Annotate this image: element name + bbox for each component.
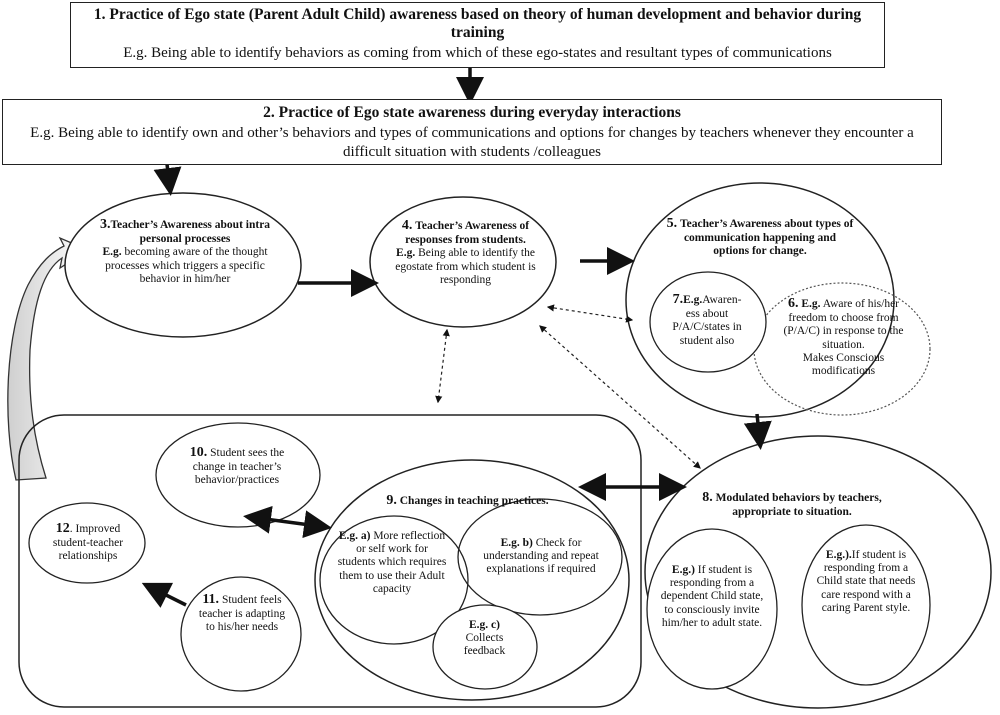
box2-title: 2. Practice of Ego state awareness durin… <box>263 104 681 121</box>
node6-num: 6. <box>787 296 799 311</box>
node3-eg: E.g. <box>102 246 122 259</box>
node11-text: 11. Student feels teacher is adapting to… <box>198 592 286 635</box>
outcomes-panel <box>18 414 642 708</box>
node9a-text: E.g. a) More reflection or self work for… <box>337 530 447 618</box>
node3-body: becoming aware of the thought processes … <box>105 246 268 285</box>
node8-right-eg: E.g.). <box>825 549 852 561</box>
node4-ellipse <box>369 196 557 328</box>
arrow-11-to-12 <box>141 582 187 608</box>
node10-num: 10. <box>189 445 208 460</box>
node8-left-ellipse <box>646 528 778 690</box>
arrow-5-to-8 <box>743 413 772 450</box>
node8-title-text: 8. Modulated behaviors by teachers, appr… <box>702 490 882 519</box>
node8-num: 8. <box>702 490 713 505</box>
node8-right-body: If student is responding from a Child st… <box>816 549 916 614</box>
node9a-body: More reflection or self work for student… <box>337 530 447 595</box>
node6-eg: E.g. <box>801 298 821 310</box>
node8-left-eg: E.g.) <box>671 564 695 576</box>
node12-ellipse <box>28 502 146 584</box>
node8-title: Modulated behaviors by teachers, appropr… <box>715 492 882 519</box>
node6-ellipse <box>753 282 931 416</box>
node3-title: Teacher’s Awareness about intra personal… <box>110 219 271 246</box>
box1-example: E.g. Being able to identify behaviors as… <box>123 44 832 61</box>
node6-text: 6. E.g. Aware of his/her freedom to choo… <box>776 296 911 378</box>
box2-everyday-practice: 2. Practice of Ego state awareness durin… <box>2 99 942 165</box>
node9b-ellipse <box>457 498 623 616</box>
node9c-eg: E.g. c) <box>469 619 500 631</box>
node7-num: 7. <box>672 292 684 307</box>
node10-body: Student sees the change in teacher’s beh… <box>192 447 285 487</box>
node3-text: 3.Teacher’s Awareness about intra person… <box>95 217 275 286</box>
node10-text: 10. Student sees the change in teacher’s… <box>176 445 298 488</box>
arrow-2-to-3 <box>153 163 182 196</box>
node5-text: 5. Teacher’s Awareness about types of co… <box>665 216 855 259</box>
node9c-ellipse <box>432 604 538 690</box>
node9-num: 9. <box>386 493 397 508</box>
node12-text: 12. Improved student-teacher relationshi… <box>36 521 140 564</box>
node4-eg: E.g. <box>396 247 416 260</box>
node9b-eg: E.g. b) <box>500 537 533 549</box>
node7-eg: E.g. <box>683 294 703 306</box>
arrow-10-9 <box>243 505 332 539</box>
node11-ellipse <box>180 576 302 692</box>
node9b-body: Check for understanding and repeat expla… <box>483 537 599 576</box>
node8-left-text: E.g.) If student is responding from a de… <box>659 564 765 630</box>
node8-right-text: E.g.).If student is responding from a Ch… <box>816 549 916 615</box>
node9-title: Changes in teaching practices. <box>399 495 549 507</box>
node8-left-body: If student is responding from a dependen… <box>660 564 764 629</box>
node4-num: 4. <box>401 218 413 233</box>
box2-example: E.g. Being able to identify own and othe… <box>30 124 914 160</box>
node12-body: . Improved student-teacher relationships <box>52 523 124 563</box>
node7-text: 7.E.g.Awaren-ess about P/A/C/states in s… <box>666 292 748 348</box>
node7-body: Awaren-ess about P/A/C/states in student… <box>672 294 742 347</box>
node8-right-ellipse <box>801 524 931 686</box>
node9b-text: E.g. b) Check for understanding and repe… <box>480 537 602 577</box>
node4-title: Teacher’s Awareness of responses from st… <box>405 220 530 247</box>
node10-ellipse <box>155 422 321 528</box>
node11-body: Student feels teacher is adapting to his… <box>198 594 286 634</box>
node11-num: 11. <box>202 592 220 607</box>
node5-title: Teacher’s Awareness about types of commu… <box>680 218 854 258</box>
node3-ellipse <box>64 192 302 338</box>
node12-num: 12 <box>55 521 70 536</box>
node9c-body: Collects feedback <box>463 632 506 658</box>
box1-training-practice: 1. Practice of Ego state (Parent Adult C… <box>70 2 885 68</box>
node5-num: 5. <box>666 216 678 231</box>
node3-num: 3. <box>99 217 111 232</box>
node9a-ellipse <box>319 515 469 645</box>
node6-body2: Makes Conscious modifications <box>802 351 885 377</box>
node9c-text: E.g. c) Collects feedback <box>447 619 522 659</box>
node4-body: Being able to identify the egostate from… <box>395 247 536 286</box>
node9-title-text: 9. Changes in teaching practices. <box>360 493 575 509</box>
box1-title: 1. Practice of Ego state (Parent Adult C… <box>93 6 862 41</box>
node9a-eg: E.g. a) <box>338 530 371 542</box>
dashed-arrow-4-9 <box>435 328 450 404</box>
dashed-arrow-4-5 <box>546 304 634 323</box>
node4-text: 4. Teacher’s Awareness of responses from… <box>393 218 538 287</box>
node6-body: Aware of his/her freedom to choose from … <box>783 298 904 351</box>
